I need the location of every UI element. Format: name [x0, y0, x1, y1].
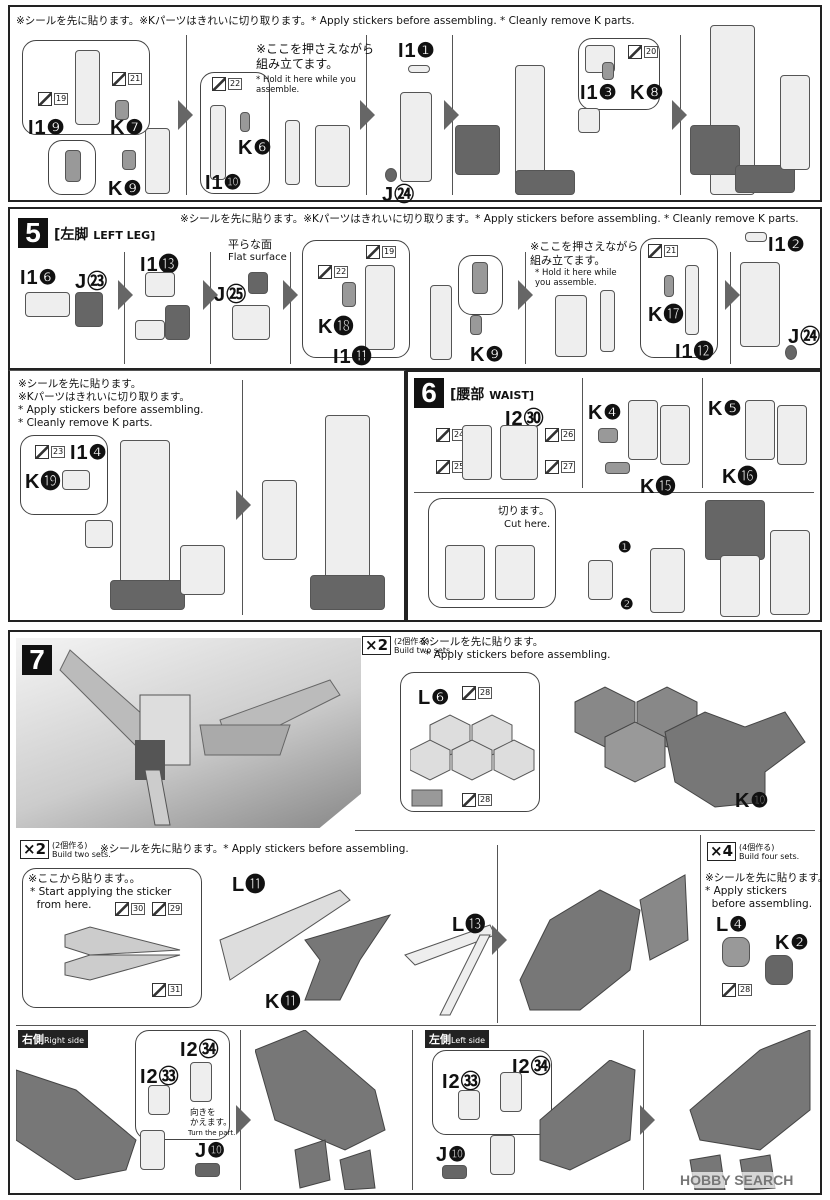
leg-finish-panel: [8, 370, 406, 622]
wing-frame-sticker: [64, 926, 181, 981]
next-arrow: [178, 100, 193, 130]
step-number: 6: [414, 378, 444, 408]
sticker-icon: [212, 77, 226, 91]
step-number: 7: [22, 645, 52, 675]
wing-frame-parts: [219, 889, 496, 1016]
part-label: I1❾: [28, 117, 66, 139]
step4-continued-panel: [8, 5, 822, 202]
sticker-icon: [462, 793, 476, 807]
sticker-icon: [436, 428, 450, 442]
part-label: K❾: [108, 178, 143, 200]
hobby-search-watermark: HOBBY SEARCH: [680, 1172, 794, 1188]
build-count-badge: ×2(2個作る)Build two sets.: [362, 636, 453, 655]
sticker-icon: [462, 686, 476, 700]
build-count-badge: ×4(4個作る)Build four sets.: [707, 842, 799, 861]
sticker-icon: [628, 45, 642, 59]
sticker-icon: [38, 92, 52, 106]
sticker-icon: [35, 445, 49, 459]
sticker-icon: [436, 460, 450, 474]
part-label: K❼: [110, 117, 145, 139]
sticker-icon: [318, 265, 332, 279]
sticker-icon: [722, 983, 736, 997]
build-count-badge: ×2(2個作る)Build two sets.: [20, 840, 111, 859]
step5-panel: [8, 207, 822, 370]
assembled-wing: [519, 874, 689, 1011]
detail-callout: [22, 40, 150, 135]
sticker-icon: [545, 428, 559, 442]
sticker-note: ※シールを先に貼ります。※Kパーツはきれいに切り取ります。* Apply sti…: [16, 15, 635, 27]
hex-wing-part: [574, 686, 806, 808]
step-title: [左脚 LEFT LEG]: [54, 227, 156, 243]
hex-sticker-sheet: [410, 714, 535, 807]
sticker-icon: [545, 460, 559, 474]
sticker-icon: [115, 902, 129, 916]
right-side-label: 右側Right side: [18, 1030, 88, 1048]
step-number: 5: [18, 218, 48, 248]
sticker-icon: [112, 72, 126, 86]
sticker-icon: [152, 983, 166, 997]
step-title: [腰部 WAIST]: [450, 387, 534, 403]
wing-assembly-illustration: [59, 649, 341, 826]
sticker-icon: [366, 245, 380, 259]
left-side-label: 左側Left side: [425, 1030, 489, 1048]
step7-panel: [8, 630, 822, 1195]
sticker-callout: [48, 140, 96, 195]
sticker-icon: [152, 902, 166, 916]
step6-panel: [406, 370, 822, 622]
sticker-icon: [648, 244, 662, 258]
hold-note: ※ここを押さえながら 組み立てます。: [256, 42, 375, 71]
